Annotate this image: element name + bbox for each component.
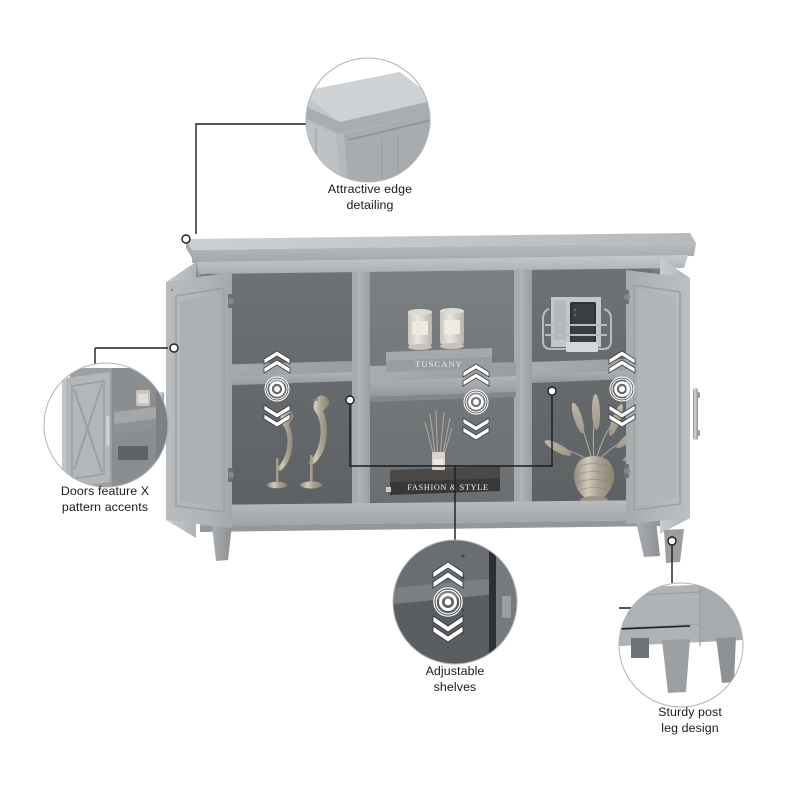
callout-thumb-edge <box>305 57 431 183</box>
leader-line-shelves-b <box>455 396 553 467</box>
center-bay-marker <box>462 363 490 441</box>
endpoint-shelf-right <box>547 386 557 396</box>
callout-label-doors: Doors feature X pattern accents <box>60 484 150 514</box>
leader-line-shelves-a <box>349 404 456 540</box>
leg-front-right <box>636 521 660 557</box>
left-bay-marker <box>263 350 291 428</box>
endpoint-legs <box>667 536 677 546</box>
right-door <box>624 258 700 563</box>
center-upper-decor: TUSCANY <box>386 308 492 372</box>
callout-label-legs: Sturdy post leg design <box>658 705 722 735</box>
endpoint-shelf-left <box>345 395 355 405</box>
endpoint-edge <box>181 234 191 244</box>
leader-endpoints <box>169 234 677 546</box>
right-door-handle <box>693 388 698 440</box>
center-lower-decor: FASHION & STYLE <box>386 409 500 495</box>
x-pattern-stroke-2 <box>73 383 103 471</box>
fashion-book-title: FASHION & STYLE <box>407 483 488 492</box>
callout-label-shelves: Adjustable shelves <box>425 664 485 694</box>
right-door-hinges <box>624 290 630 478</box>
right-bay-marker <box>608 350 636 428</box>
cabinet-illustration: TUSCANY FASHION & STYLE <box>157 233 700 563</box>
endpoint-doors <box>169 343 179 353</box>
left-door-hinges <box>228 294 234 482</box>
magazine-rack-decor <box>542 297 612 352</box>
shelf-adjust-markers <box>263 350 636 441</box>
leader-line-edge <box>195 123 324 234</box>
left-door <box>157 262 234 538</box>
post-leg-right <box>716 637 736 683</box>
callout-thumb-shelves <box>392 539 518 665</box>
callout-label-edge: Attractive edge detailing <box>327 182 413 212</box>
callout-thumb-doors <box>43 362 169 488</box>
tuscany-book-title: TUSCANY <box>415 359 463 369</box>
callout-thumb-legs <box>618 582 744 708</box>
cabinet-base <box>198 500 664 561</box>
x-pattern-stroke-1 <box>73 388 103 473</box>
post-leg-left <box>631 638 649 658</box>
cabinet-top <box>186 233 696 280</box>
leg-front-left <box>212 525 232 561</box>
post-leg-front <box>662 639 690 693</box>
